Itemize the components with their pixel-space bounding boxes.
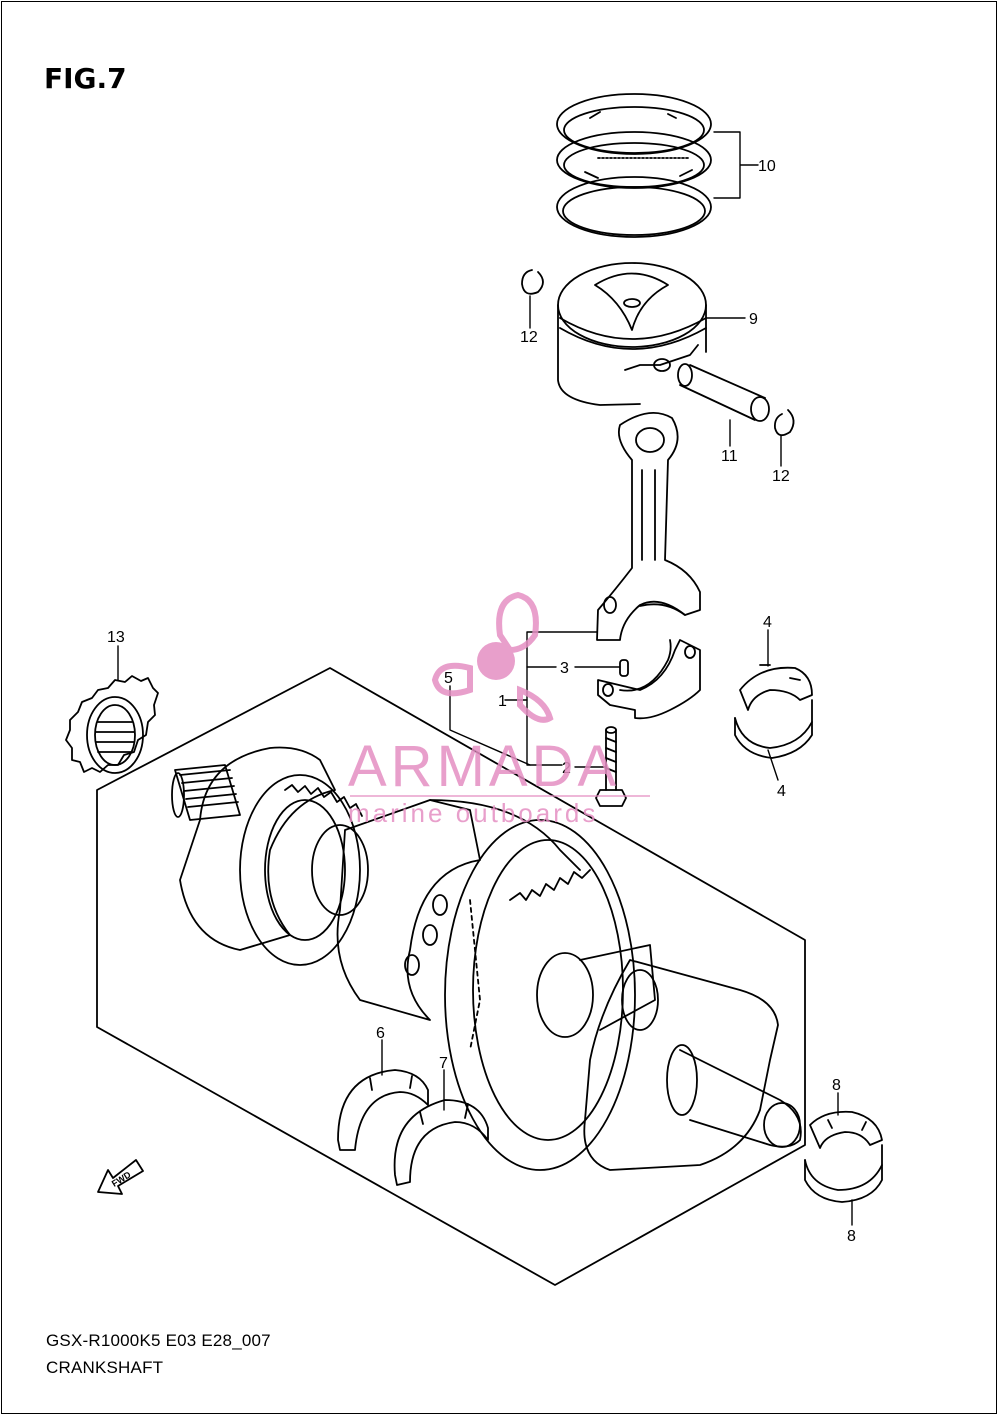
callout-4-bottom: 4	[777, 783, 786, 800]
callout-labels: 1 2 3 4 4 5 6 7 8 8 9 10 11 12 12 13	[107, 158, 856, 1245]
callout-1: 1	[498, 693, 507, 710]
rod-bolt	[595, 726, 627, 807]
piston	[557, 262, 707, 406]
callout-9: 9	[749, 311, 758, 328]
thrust-bearing-6	[337, 1069, 429, 1151]
callout-12-right: 12	[772, 468, 790, 485]
callout-2: 2	[562, 760, 571, 777]
dowel-pin	[619, 659, 629, 677]
diagram-code: GSX-R1000K5 E03 E28_007	[46, 1331, 271, 1350]
watermark-tagline: marine outboards	[348, 798, 598, 828]
piston-pin	[677, 363, 770, 422]
crankshaft	[171, 746, 802, 1171]
leader-lines	[117, 131, 853, 1226]
callout-4-top: 4	[763, 614, 772, 631]
figure-title: FIG.7	[44, 62, 127, 95]
callout-11: 11	[721, 448, 738, 465]
callout-5: 5	[444, 670, 453, 687]
callout-10: 10	[758, 158, 776, 175]
armada-watermark: ARMADA marine outboards	[348, 591, 650, 828]
fwd-label: FWD	[110, 1169, 133, 1189]
connecting-rod-cap	[597, 639, 701, 720]
piston-rings	[556, 93, 712, 238]
propeller-logo-icon	[431, 591, 554, 723]
callout-8-top: 8	[832, 1077, 841, 1094]
rod-bearings	[734, 664, 813, 759]
main-bearings	[804, 1110, 883, 1203]
connecting-rod	[596, 411, 701, 641]
circlips	[521, 269, 795, 437]
fwd-arrow-icon	[97, 1159, 144, 1195]
callout-8-bottom: 8	[847, 1228, 856, 1245]
thrust-bearing-7	[393, 1099, 489, 1186]
callout-12-left: 12	[520, 329, 538, 346]
callout-13: 13	[107, 629, 125, 646]
diagram-name: CRANKSHAFT	[46, 1358, 164, 1377]
callout-7: 7	[439, 1055, 448, 1072]
callout-6: 6	[376, 1025, 385, 1042]
crankshaft-outline-box	[96, 667, 806, 1286]
crank-timing-gear	[65, 675, 159, 774]
watermark-brand: ARMADA	[348, 734, 620, 799]
callout-3: 3	[560, 660, 569, 677]
